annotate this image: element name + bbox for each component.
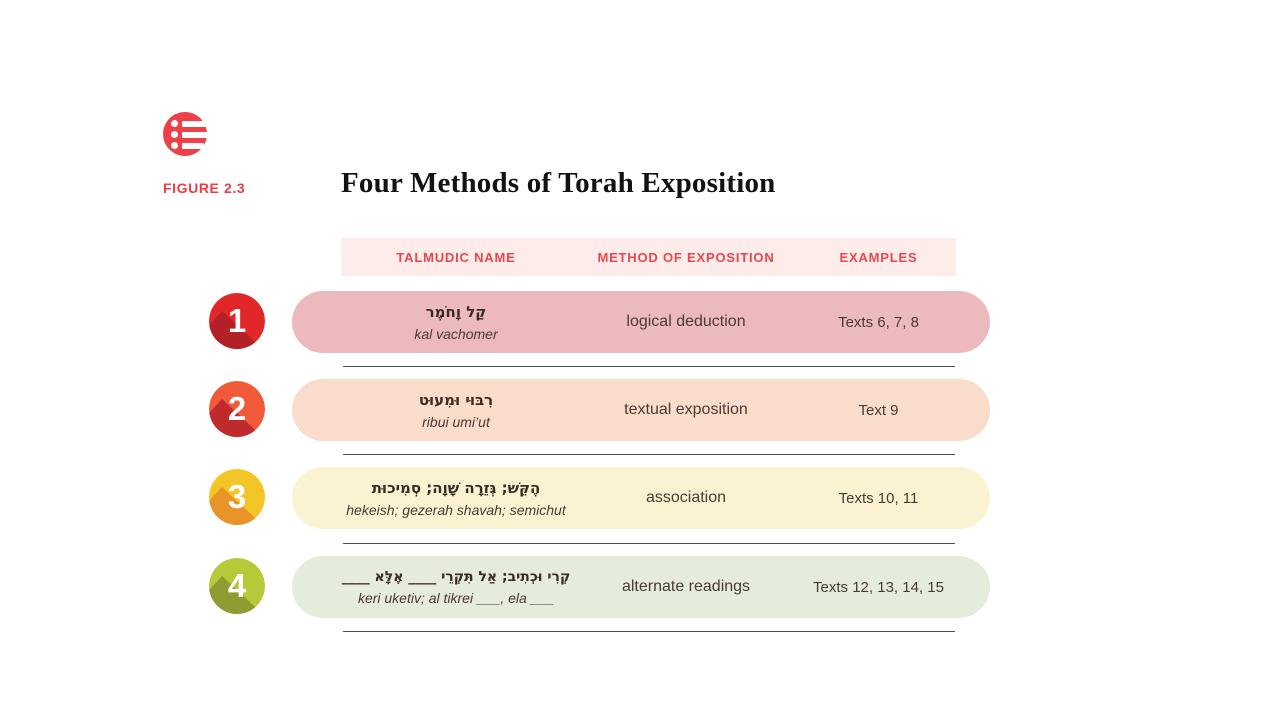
method-of-exposition: alternate readings	[621, 578, 751, 595]
column-header-talmudic-name: TALMUDIC NAME	[396, 249, 516, 265]
talmudic-name-hebrew: רִבּוּי וּמִעוּט	[418, 391, 494, 410]
talmudic-name-transliteration: ribui umi’ut	[422, 413, 490, 430]
method-of-exposition: logical deduction	[626, 313, 746, 330]
talmudic-name-transliteration: keri uketiv; al tikrei ___, ela ___	[357, 589, 555, 606]
table-row: קְרִי וּכְתִיב; אַל תִּקְרֵי ____ אֶלָּא…	[292, 556, 990, 618]
row-number: 2	[227, 390, 247, 427]
row-number-badge: 2	[209, 381, 265, 437]
figure-title: Four Methods of Torah Exposition	[341, 167, 776, 199]
table-header-row: TALMUDIC NAME METHOD OF EXPOSITION EXAMP…	[341, 238, 956, 276]
row-separator-line	[343, 543, 955, 544]
talmudic-name-transliteration: kal vachomer	[414, 325, 498, 342]
column-header-examples: EXAMPLES	[839, 249, 918, 265]
talmudic-name-hebrew: הֶקֵּשׁ; גְּזֵרָה שָׁוָה; סְמִיכוּת	[371, 479, 541, 498]
row-number-badge: 1	[209, 293, 265, 349]
talmudic-name-hebrew: קַל וָחֹמֶר	[425, 303, 487, 322]
row-separator-line	[343, 366, 955, 367]
method-of-exposition: textual exposition	[624, 401, 748, 418]
row-number: 3	[227, 478, 247, 515]
row-number-badge: 4	[209, 558, 265, 614]
table-row: רִבּוּי וּמִעוּט ribui umi’ut textual ex…	[292, 379, 990, 441]
examples: Texts 10, 11	[838, 489, 919, 507]
table-row: קַל וָחֹמֶר kal vachomer logical deducti…	[292, 291, 990, 353]
row-number: 4	[227, 567, 247, 604]
row-number: 1	[227, 302, 247, 339]
method-of-exposition: association	[645, 489, 727, 506]
column-header-method: METHOD OF EXPOSITION	[597, 249, 775, 265]
talmudic-name-hebrew: קְרִי וּכְתִיב; אַל תִּקְרֵי ____ אֶלָּא…	[341, 569, 571, 586]
row-separator-line	[343, 454, 955, 455]
talmudic-name-transliteration: hekeish; gezerah shavah; semichut	[346, 501, 566, 518]
bulleted-list-logo-icon	[163, 112, 214, 156]
examples: Texts 12, 13, 14, 15	[813, 578, 944, 596]
figure-label: FIGURE 2.3	[163, 180, 246, 196]
examples: Text 9	[858, 401, 899, 419]
examples: Texts 6, 7, 8	[838, 313, 919, 331]
row-separator-line	[343, 631, 955, 632]
row-number-badge: 3	[209, 469, 265, 525]
table-row: הֶקֵּשׁ; גְּזֵרָה שָׁוָה; סְמִיכוּת heke…	[292, 467, 990, 529]
